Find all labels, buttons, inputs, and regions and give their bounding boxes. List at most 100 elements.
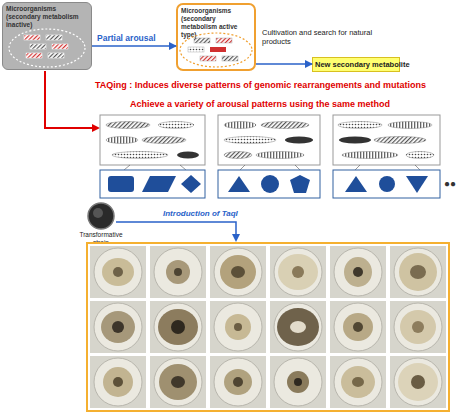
photo-grid-frame (87, 243, 449, 411)
colony (166, 260, 190, 284)
gene-bar (52, 44, 68, 49)
chromosome-bar (342, 152, 398, 159)
link-line (240, 165, 245, 170)
red-arrow (45, 71, 98, 128)
inactive-microbe-box: Microorganisms (secondary metabolism ina… (2, 2, 92, 70)
gene-bar (194, 38, 210, 43)
colony (231, 266, 245, 278)
gene-bar (188, 47, 204, 52)
colony (233, 377, 243, 387)
genome-pattern-box (218, 115, 320, 165)
gene-bar (26, 53, 42, 58)
colony (112, 321, 124, 333)
colony (343, 313, 373, 341)
chromosome-bar (285, 137, 313, 144)
petri-photo (270, 246, 326, 298)
node-text: New secondary metabolite (315, 60, 397, 69)
petri-photo (210, 301, 266, 353)
chromosome-bar (406, 152, 434, 159)
product-shape (142, 176, 176, 192)
colony (341, 366, 375, 398)
colony (171, 320, 185, 334)
colony (278, 254, 318, 290)
product-box (100, 170, 205, 198)
product-shape (290, 175, 310, 193)
chromosome-bar (256, 152, 304, 159)
colony (277, 308, 319, 346)
gene-bar (216, 38, 232, 43)
colony (352, 377, 364, 387)
petri-photo (150, 246, 206, 298)
colony (224, 369, 252, 395)
chromosome-bar (112, 152, 168, 159)
strain-photo (88, 203, 114, 229)
link-line (180, 165, 186, 170)
petri-photo (90, 246, 146, 298)
active-microbe-box: Microorganisms (secondary metabolism act… (176, 3, 256, 71)
product-shape (345, 176, 367, 192)
petri-photo (210, 246, 266, 298)
colony (353, 267, 363, 277)
subheadline-text: Achieve a variety of arousal patterns us… (130, 99, 390, 109)
gene-bar (200, 56, 216, 61)
petri-photo (390, 246, 446, 298)
gene-bar (210, 47, 226, 52)
petri-photo (390, 301, 446, 353)
node-text: Microorganisms (secondary metabolism ina… (6, 5, 88, 29)
colony (400, 310, 436, 344)
product-shape (181, 175, 201, 193)
colony (287, 371, 309, 393)
genome-pattern-box (333, 115, 440, 165)
petri-photo (390, 356, 446, 408)
chromosome-bar (224, 152, 252, 159)
metabolite-box: New secondary metabolite (312, 57, 400, 72)
flow-arrow (256, 63, 312, 65)
petri-photo (210, 356, 266, 408)
ellipsis-dots: ●● (444, 178, 456, 189)
step-label: Introduction of TaqI (163, 209, 238, 218)
gene-bar (30, 44, 46, 49)
chromosome-bar (338, 122, 382, 129)
colony (101, 311, 135, 343)
petri-photo (90, 301, 146, 353)
product-shape (108, 176, 134, 192)
product-box (333, 170, 440, 198)
product-box (218, 170, 320, 198)
product-shape (261, 175, 279, 193)
link-line (355, 165, 360, 170)
chromosome-bar (339, 137, 371, 144)
colony (113, 267, 123, 277)
gene-bar (24, 35, 40, 40)
colony (220, 255, 256, 289)
colony (225, 314, 251, 340)
colony (102, 258, 134, 286)
petri-photo (330, 246, 386, 298)
colony (158, 309, 198, 345)
colony (344, 257, 372, 287)
chromosome-bar (224, 137, 276, 144)
colony (103, 367, 133, 397)
petri-photo (150, 301, 206, 353)
edge-label: Cultivation and search for natural produ… (262, 28, 387, 46)
node-text: Transformative strain (76, 231, 126, 247)
chromosome-bar (388, 122, 432, 129)
genome-pattern-box (100, 115, 205, 165)
strain-colony (93, 208, 103, 218)
colony (399, 253, 437, 291)
chromosome-bar (142, 137, 186, 144)
chromosome-bar (177, 152, 199, 159)
blue-arrow (116, 222, 236, 240)
colony (159, 364, 197, 400)
colony (294, 378, 302, 386)
colony (412, 321, 424, 333)
strain-node: Transformative strain (76, 231, 126, 251)
petri-photo (270, 301, 326, 353)
colony (353, 322, 363, 332)
petri-photo (150, 356, 206, 408)
gene-bar (48, 53, 64, 58)
link-line (124, 165, 130, 170)
colony (171, 376, 185, 388)
chromosome-bar (261, 122, 309, 129)
flow-arrow (92, 45, 176, 47)
